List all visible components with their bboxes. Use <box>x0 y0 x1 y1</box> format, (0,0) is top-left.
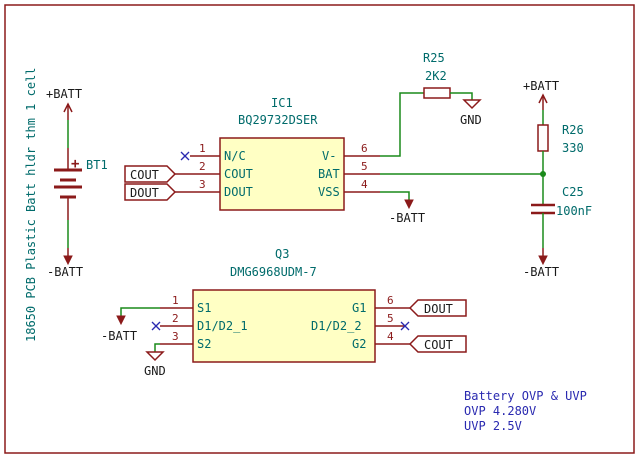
power-flag-gnd: GND <box>144 351 166 378</box>
pin-number: 5 <box>387 312 394 325</box>
battery-bt1[interactable]: +BATT + BT1 -BATT <box>46 87 108 279</box>
power-label: GND <box>144 364 166 378</box>
net-label-dout[interactable]: DOUT <box>124 183 177 201</box>
side-label: 18650 PCB Plastic Batt hldr thm 1 cell <box>24 67 38 342</box>
power-flag-batt-plus: +BATT <box>523 79 559 110</box>
power-label: -BATT <box>101 329 137 343</box>
power-label: -BATT <box>389 211 425 225</box>
pin-number: 2 <box>172 312 179 325</box>
note-line: Battery OVP & UVP <box>464 389 587 403</box>
pin-label: VSS <box>318 185 340 199</box>
pin-label: G1 <box>352 301 366 315</box>
net-label-cout[interactable]: COUT <box>124 165 177 183</box>
c25-ref: C25 <box>562 185 584 199</box>
no-connect-marker <box>400 321 410 331</box>
wire <box>120 307 160 316</box>
resistor-r25[interactable]: R25 2K2 <box>423 51 451 99</box>
r25-value: 2K2 <box>425 69 447 83</box>
wire <box>380 191 410 200</box>
note-line: OVP 4.280V <box>464 404 536 418</box>
pin-number: 2 <box>199 160 206 173</box>
pin-label: BAT <box>318 167 340 181</box>
sheet-frame <box>4 4 635 454</box>
capacitor-c25[interactable]: C25 100nF <box>531 185 592 218</box>
pin-label: D1/D2_2 <box>311 319 362 333</box>
power-label: -BATT <box>523 265 559 279</box>
design-note: Battery OVP & UVP OVP 4.280V UVP 2.5V <box>464 389 587 433</box>
resistor-r26[interactable]: R26 330 <box>537 123 584 155</box>
pin-label: S2 <box>197 337 211 351</box>
pin-label: V- <box>322 149 336 163</box>
power-label: +BATT <box>46 87 82 101</box>
pin-number: 3 <box>199 178 206 191</box>
battery-plus-mark: + <box>71 156 79 172</box>
net-label-cout[interactable]: COUT <box>408 335 467 353</box>
pin-label: D1/D2_1 <box>197 319 248 333</box>
q3-value: DMG6968UDM-7 <box>230 265 317 279</box>
battery-ref: BT1 <box>86 158 108 172</box>
r26-ref: R26 <box>562 123 584 137</box>
no-connect-marker <box>180 151 190 161</box>
q3-ref: Q3 <box>275 247 289 261</box>
c25-value: 100nF <box>556 204 592 218</box>
note-line: UVP 2.5V <box>464 419 522 433</box>
power-flag-batt-minus: -BATT <box>389 199 425 225</box>
power-label: -BATT <box>47 265 83 279</box>
pin-number: 3 <box>172 330 179 343</box>
pin-number: 1 <box>172 294 179 307</box>
q3-component[interactable]: Q3 DMG6968UDM-7 1 2 3 S1 D1/D2_1 S2 6 5 … <box>160 247 410 363</box>
pin-label: DOUT <box>224 185 253 199</box>
pin-number: 6 <box>387 294 394 307</box>
power-flag-gnd: GND <box>460 99 482 127</box>
pin-label: S1 <box>197 301 211 315</box>
power-flag-batt-plus: +BATT <box>46 87 82 120</box>
wire <box>380 92 424 157</box>
pin-label: G2 <box>352 337 366 351</box>
net-label-text: COUT <box>130 168 159 182</box>
pin-number: 1 <box>199 142 206 155</box>
wire <box>154 343 160 352</box>
r26-value: 330 <box>562 141 584 155</box>
net-label-text: COUT <box>424 338 453 352</box>
pin-label: COUT <box>224 167 253 181</box>
power-label: GND <box>460 113 482 127</box>
pin-number: 4 <box>361 178 368 191</box>
pin-number: 6 <box>361 142 368 155</box>
pin-number: 5 <box>361 160 368 173</box>
ic1-ref: IC1 <box>271 96 293 110</box>
wire <box>450 92 473 100</box>
power-flag-batt-minus: -BATT <box>101 315 137 343</box>
pin-label: N/C <box>224 149 246 163</box>
net-label-text: DOUT <box>424 302 453 316</box>
pin-number: 4 <box>387 330 394 343</box>
power-flag-batt-minus: -BATT <box>523 248 559 279</box>
power-label: +BATT <box>523 79 559 93</box>
r25-ref: R25 <box>423 51 445 65</box>
net-label-text: DOUT <box>130 186 159 200</box>
ic1-value: BQ29732DSER <box>238 113 318 127</box>
power-flag-batt-minus: -BATT <box>47 248 83 279</box>
no-connect-marker <box>151 321 161 331</box>
ic1-component[interactable]: IC1 BQ29732DSER 1 2 3 N/C COUT DOUT 6 5 … <box>175 96 380 211</box>
net-label-dout[interactable]: DOUT <box>408 299 467 317</box>
